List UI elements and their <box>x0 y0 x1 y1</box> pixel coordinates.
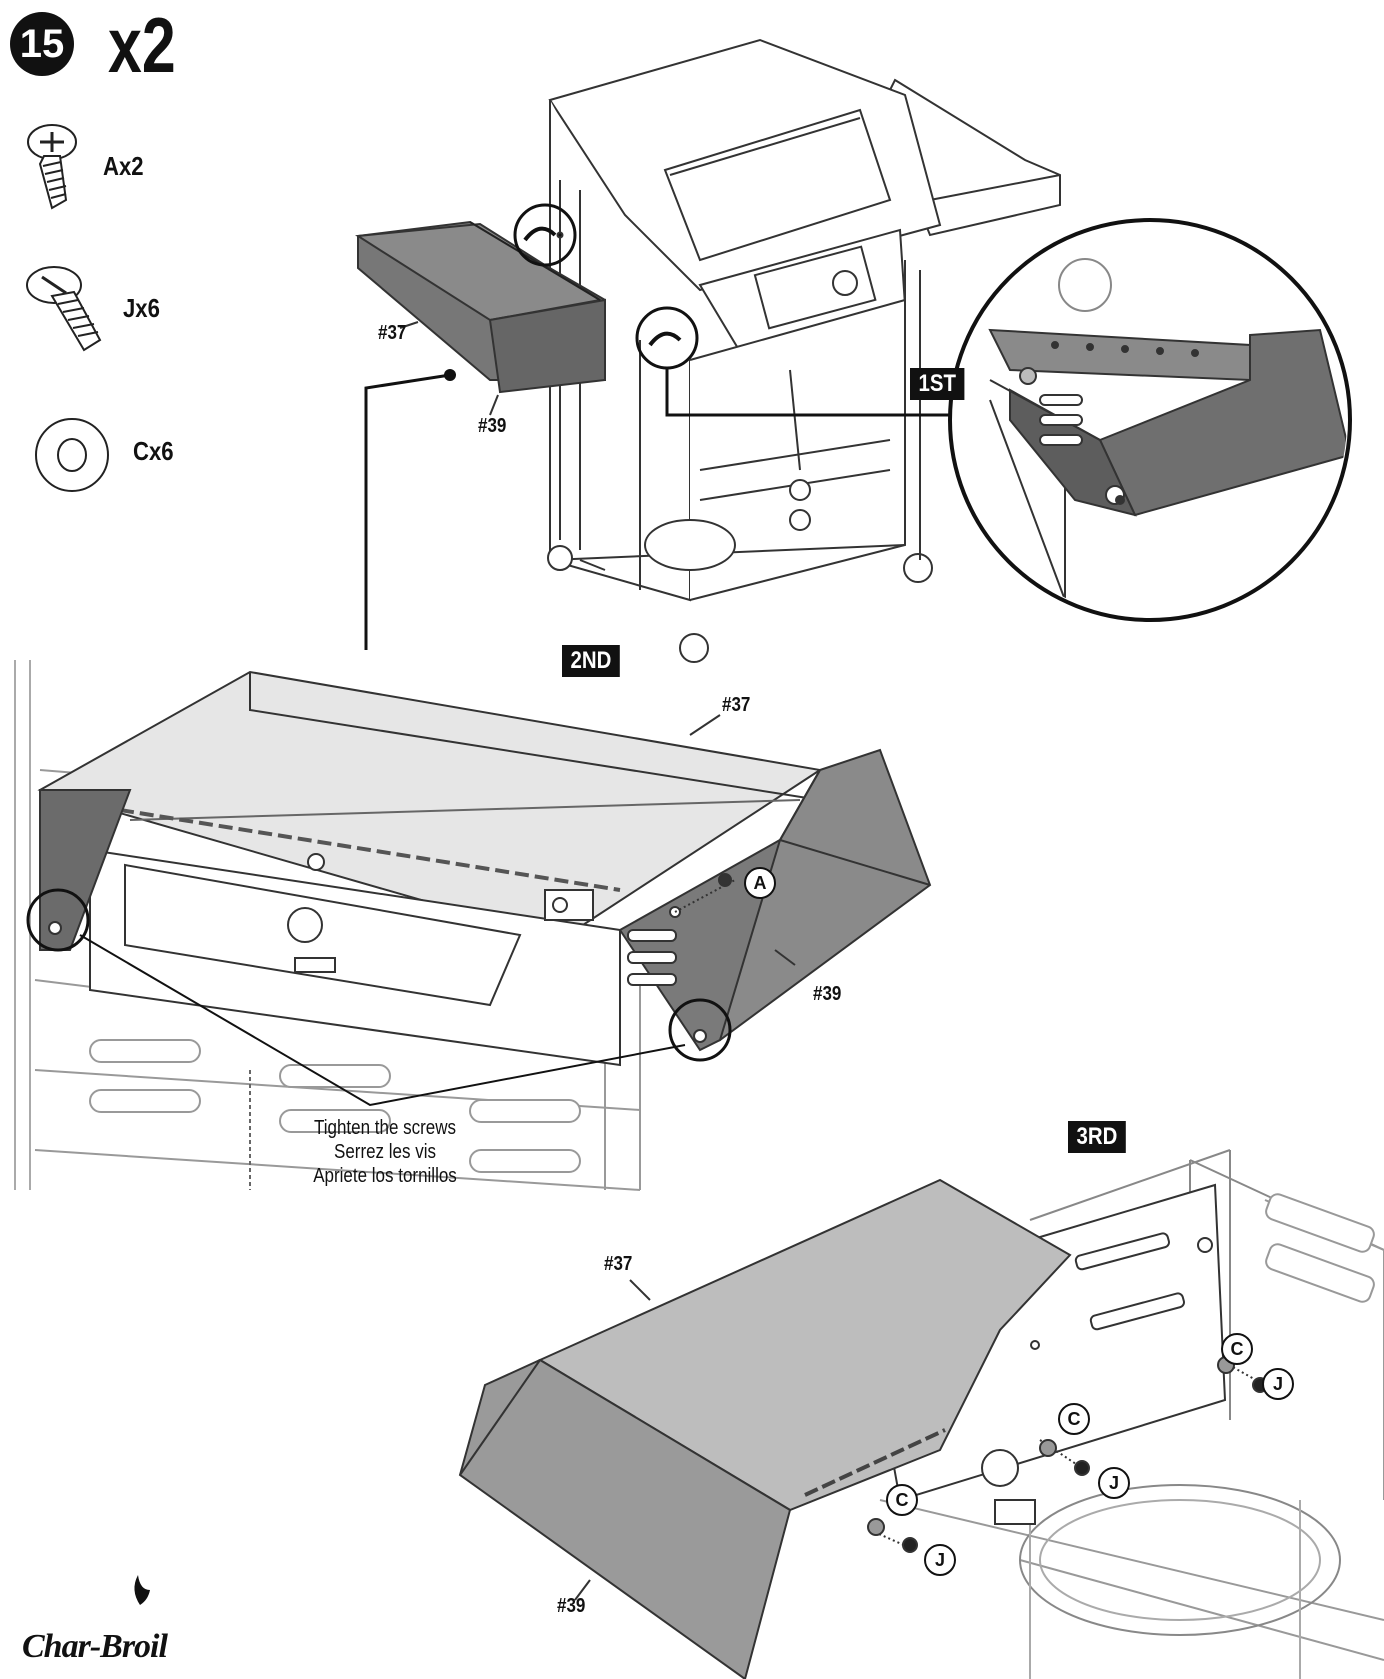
part-39-label-2nd: #39 <box>813 983 842 1005</box>
hardware-a-label: Ax2 <box>103 151 144 181</box>
grill-illustration <box>355 38 1061 663</box>
part-37-label-2nd: #37 <box>722 694 751 716</box>
stage-2nd-tag: 2ND <box>562 645 620 677</box>
callout-j-1: J <box>1262 1368 1294 1400</box>
stage-3rd-tag: 3RD <box>1068 1121 1126 1153</box>
callout-j-3: J <box>924 1544 956 1576</box>
step-number-badge: 15 <box>10 12 74 76</box>
part-39-label-3rd: #39 <box>557 1595 586 1617</box>
screw-j-icon <box>26 266 102 352</box>
tighten-note-fr: Serrez les vis <box>333 1141 437 1163</box>
step-quantity: x2 <box>108 1 176 89</box>
tighten-note: Tighten the screws Serrez les vis Apriet… <box>296 1116 475 1188</box>
detail-3rd-view <box>458 1149 1384 1679</box>
callout-j-2: J <box>1098 1467 1130 1499</box>
hardware-c-label: Cx6 <box>133 436 174 466</box>
stage-1st-tag: 1ST <box>910 368 965 400</box>
detail-1st-magnifier <box>948 218 1352 622</box>
brand-logo: Char-Broil <box>22 1628 168 1665</box>
tighten-note-en: Tighten the screws <box>313 1117 457 1139</box>
callout-a: A <box>744 867 776 899</box>
detail-2nd-view <box>14 660 932 1191</box>
tighten-note-es: Apriete los tornillos <box>313 1165 457 1187</box>
flame-icon <box>134 1575 150 1605</box>
callout-c-3: C <box>886 1484 918 1516</box>
hardware-j-label: Jx6 <box>123 293 160 323</box>
part-37-label-top: #37 <box>378 322 407 344</box>
callout-c-1: C <box>1221 1333 1253 1365</box>
callout-c-2: C <box>1058 1403 1090 1435</box>
part-39-label-top: #39 <box>478 415 507 437</box>
screw-a-icon <box>27 124 77 210</box>
part-37-label-3rd: #37 <box>604 1253 633 1275</box>
washer-c-icon <box>35 418 109 492</box>
